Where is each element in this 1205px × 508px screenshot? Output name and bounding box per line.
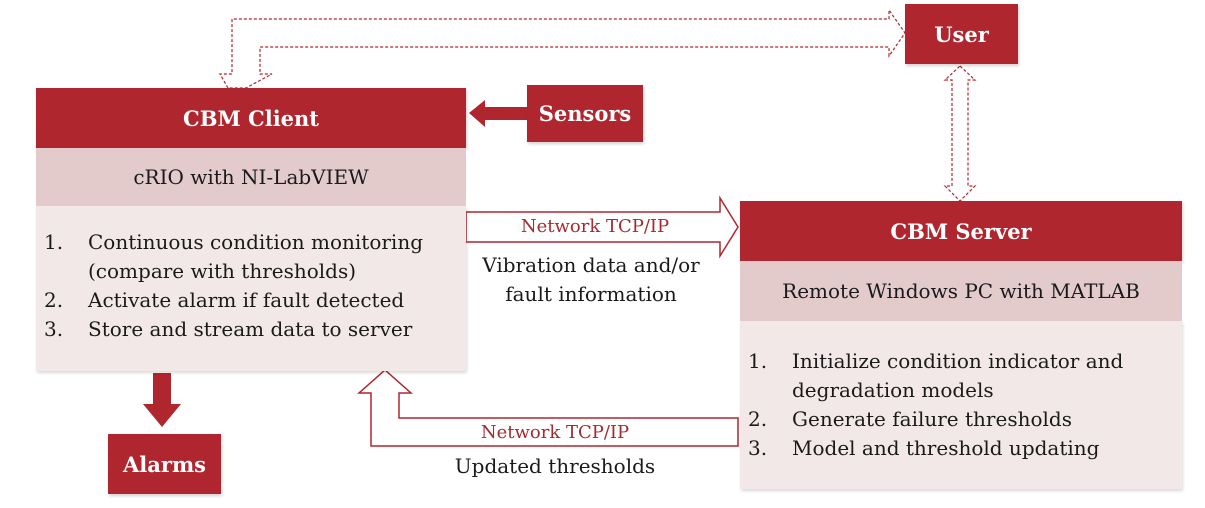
- client-user-dashed-arrow: [218, 8, 906, 89]
- step-text: Activate alarm if fault detected: [88, 288, 405, 312]
- step-text: Initialize condition indicator and degra…: [792, 349, 1124, 402]
- sensors-to-client-arrow: [469, 100, 527, 127]
- step-number: 3.: [748, 436, 768, 460]
- client-steps-panel: 1. Continuous condition monitoring (comp…: [36, 206, 466, 371]
- step-text: Continuous condition monitoring (compare…: [88, 230, 423, 283]
- server-title: CBM Server: [890, 218, 1032, 244]
- cbm-server-block: CBM Server Remote Windows PC with MATLAB…: [740, 201, 1182, 489]
- downlink-payload-label: Updated thresholds: [454, 454, 656, 478]
- client-platform-band: cRIO with NI-LabVIEW: [36, 148, 466, 206]
- step-number: 1.: [748, 349, 768, 373]
- alarms-label: Alarms: [123, 451, 206, 477]
- user-server-dashed-arrow: [943, 65, 977, 202]
- step-number: 2.: [44, 288, 64, 312]
- list-item: 1. Initialize condition indicator and de…: [748, 347, 1172, 405]
- alarms-box: Alarms: [108, 434, 221, 494]
- list-item: 2. Generate failure thresholds: [748, 405, 1172, 434]
- step-text: Store and stream data to server: [88, 317, 413, 341]
- user-box: User: [905, 4, 1018, 64]
- list-item: 3. Store and stream data to server: [44, 315, 456, 344]
- list-item: 1. Continuous condition monitoring (comp…: [44, 228, 456, 286]
- server-steps-panel: 1. Initialize condition indicator and de…: [740, 321, 1182, 489]
- server-platform-band: Remote Windows PC with MATLAB: [740, 261, 1182, 321]
- list-item: 2. Activate alarm if fault detected: [44, 286, 456, 315]
- step-text: Model and threshold updating: [792, 436, 1100, 460]
- sensors-box: Sensors: [527, 85, 643, 142]
- server-platform: Remote Windows PC with MATLAB: [782, 279, 1140, 303]
- list-item: 3. Model and threshold updating: [748, 434, 1172, 463]
- downlink-protocol-label: Network TCP/IP: [480, 422, 630, 443]
- server-to-client-arrow: [357, 368, 739, 447]
- step-number: 1.: [44, 230, 64, 254]
- client-platform: cRIO with NI-LabVIEW: [133, 165, 369, 189]
- cbm-client-block: CBM Client cRIO with NI-LabVIEW 1. Conti…: [36, 88, 466, 371]
- sensors-label: Sensors: [538, 101, 632, 126]
- client-title-bar: CBM Client: [36, 88, 466, 148]
- server-steps-list: 1. Initialize condition indicator and de…: [748, 347, 1172, 463]
- step-number: 3.: [44, 317, 64, 341]
- uplink-protocol-label: Network TCP/IP: [520, 216, 670, 237]
- step-number: 2.: [748, 407, 768, 431]
- client-title: CBM Client: [182, 105, 320, 131]
- client-to-alarms-arrow: [143, 373, 181, 427]
- uplink-payload-label: Vibration data and/or fault information: [482, 253, 700, 306]
- client-steps-list: 1. Continuous condition monitoring (comp…: [44, 228, 456, 344]
- step-text: Generate failure thresholds: [792, 407, 1072, 431]
- client-to-server-arrow: [465, 195, 739, 259]
- user-label: User: [934, 21, 989, 47]
- server-title-bar: CBM Server: [740, 201, 1182, 261]
